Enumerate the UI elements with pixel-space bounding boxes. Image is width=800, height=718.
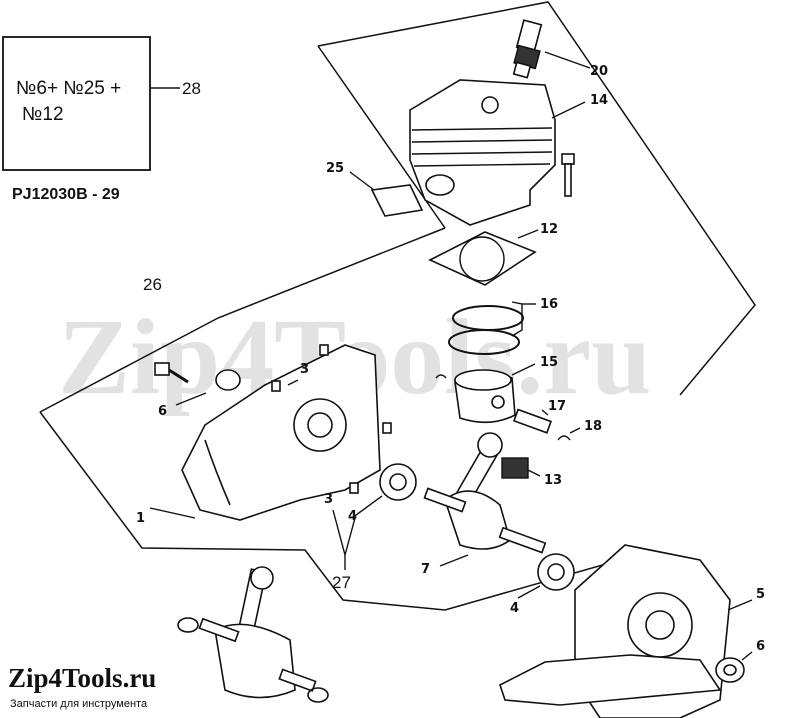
- diagram-code: PJ12030B - 29: [12, 186, 120, 203]
- callout-26: 26: [143, 275, 162, 294]
- piston-pin: [512, 408, 552, 434]
- cylinder-base-gasket: [428, 229, 539, 286]
- callout-6-right: 6: [756, 639, 765, 654]
- crankcase-screw: [154, 362, 241, 406]
- callout-16: 16: [540, 297, 558, 312]
- kit-outline-lower: [39, 411, 621, 611]
- callout-5: 5: [756, 587, 765, 602]
- kit-outline-upper: [39, 227, 446, 413]
- callout-12: 12: [540, 222, 558, 237]
- cylinder-bolt: [561, 153, 575, 197]
- needle-bearing: [501, 457, 541, 479]
- crankshaft-standalone: [177, 566, 329, 703]
- callout-25: 25: [326, 161, 344, 176]
- spark-plug: [512, 19, 591, 79]
- bearing-lower: [517, 553, 575, 599]
- callout-6-left: 6: [158, 404, 167, 419]
- circlip: [557, 427, 581, 441]
- callout-27: 27: [332, 573, 351, 592]
- callout-13: 13: [544, 473, 562, 488]
- dowel-pins: [271, 344, 392, 494]
- muffler-gasket: [349, 171, 424, 217]
- note-line-2: №12: [22, 104, 64, 125]
- callout-18: 18: [584, 419, 602, 434]
- piston-rings: [448, 301, 536, 355]
- crankcase-half-right: [499, 544, 753, 718]
- cylinder: [409, 79, 586, 226]
- leader-3: [332, 509, 346, 556]
- logo-text: Zip4Tools.ru: [8, 663, 157, 693]
- bearing-upper: [351, 463, 417, 519]
- oil-seal: [715, 651, 753, 683]
- callout-3-lower: 3: [324, 492, 333, 507]
- callout-17: 17: [548, 399, 566, 414]
- callout-20: 20: [590, 64, 608, 79]
- callout-15: 15: [540, 355, 558, 370]
- note-box: [2, 36, 151, 171]
- callout-7: 7: [421, 562, 430, 577]
- logo-tagline: Запчасти для инструмента: [10, 698, 148, 710]
- crankshaft-assembly: [423, 432, 547, 567]
- callout-1: 1: [136, 511, 145, 526]
- callout-4-upper: 4: [348, 509, 357, 524]
- leader-4: [344, 517, 356, 556]
- callout-28: 28: [182, 79, 201, 98]
- callout-4-lower: 4: [510, 601, 519, 616]
- callout-14: 14: [590, 93, 608, 108]
- piston: [435, 363, 536, 424]
- kit-outline-cylinder: [317, 1, 756, 396]
- note-line-1: №6+ №25 +: [16, 78, 122, 99]
- callout-3-upper: 3: [300, 362, 309, 377]
- crankcase-half-left: [149, 344, 381, 521]
